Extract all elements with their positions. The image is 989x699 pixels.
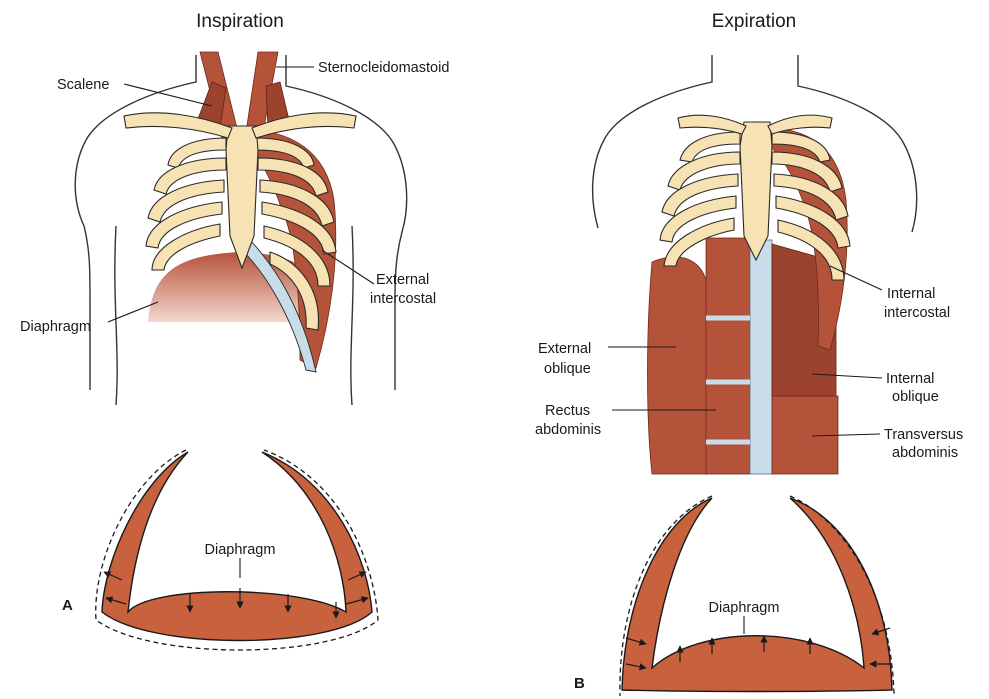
expiration-body-outline [591, 55, 918, 233]
label-internal-intercostal-2: intercostal [884, 305, 950, 321]
expiration-clavicle-left [677, 114, 747, 135]
label-internal-intercostal-1: Internal [887, 286, 935, 302]
dome-a-dashed-outline [95, 449, 379, 651]
label-transversus-abdominis-2: abdominis [892, 445, 958, 461]
expiration-clavicle-right [767, 114, 833, 135]
label-internal-oblique-2: oblique [892, 389, 939, 405]
label-diaphragm-dome-b: Diaphragm [709, 600, 780, 616]
label-rectus-abdominis-1: Rectus [545, 403, 590, 419]
label-scalene: Scalene [57, 77, 109, 93]
expiration-ribs-left [659, 131, 741, 267]
label-external-oblique-2: oblique [544, 361, 591, 377]
label-external-intercostal-1: External [376, 272, 429, 288]
label-external-intercostal-2: intercostal [370, 291, 436, 307]
label-external-oblique-1: External [538, 341, 591, 357]
inspiration-annotations: Scalene Sternocleidomastoid External int… [20, 60, 449, 335]
label-internal-oblique-1: Internal [886, 371, 934, 387]
diaphragm-dome-a: Diaphragm [95, 449, 379, 651]
rectus-abdominis-muscle [705, 237, 751, 475]
dome-b-band [621, 497, 893, 693]
title-inspiration: Inspiration [196, 11, 284, 32]
transversus-abdominis-muscle [771, 395, 839, 475]
label-transversus-abdominis-1: Transversus [884, 427, 963, 443]
label-diaphragm-dome-a: Diaphragm [205, 542, 276, 558]
inspiration-clavicle-left [123, 112, 233, 139]
label-sternocleidomastoid: Sternocleidomastoid [318, 60, 449, 76]
label-diaphragm-inspiration: Diaphragm [20, 319, 91, 335]
inspiration-torso [74, 51, 408, 406]
inspiration-arm-line-left [114, 225, 118, 406]
inspiration-arm-line-right [350, 225, 354, 406]
panel-label-b: B [574, 675, 585, 692]
diaphragm-dome-b: Diaphragm [619, 495, 895, 697]
inspiration-ribs-right [255, 137, 337, 331]
panel-label-a: A [62, 597, 73, 614]
title-expiration: Expiration [712, 11, 797, 32]
label-rectus-abdominis-2: abdominis [535, 422, 601, 438]
inspiration-costal-cartilage [241, 239, 317, 373]
linea-alba [749, 239, 773, 475]
expiration-torso [591, 55, 918, 475]
expiration-annotations: Internal intercostal External oblique Re… [535, 265, 963, 461]
dome-b-dashed-outline [619, 495, 895, 697]
expiration-ribs-right [771, 131, 851, 281]
external-oblique-muscle [647, 256, 709, 475]
inspiration-body-outline [74, 55, 408, 390]
inspiration-ribs-left [145, 137, 227, 271]
inspiration-clavicle-right [251, 112, 357, 139]
